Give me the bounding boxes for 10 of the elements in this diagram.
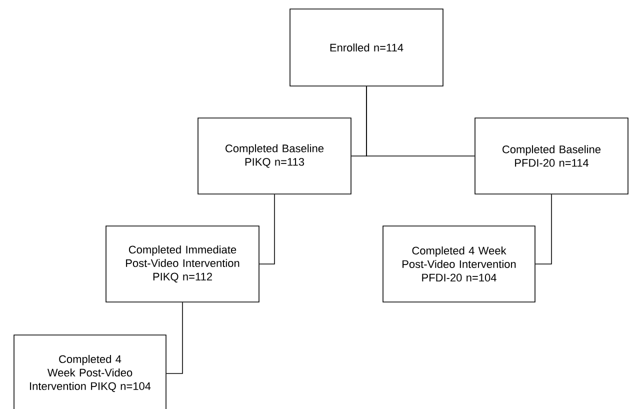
process-box: Completed Baseline PIKQ n=113	[198, 118, 352, 194]
process-box: Completed 4 Week Post-Video Intervention PIKQ n=104	[14, 334, 166, 409]
process-box: Enrolled n=114	[290, 8, 444, 86]
connector-line	[366, 86, 475, 156]
connector-line	[535, 194, 552, 264]
process-box: Completed Baseline PFDI-20 n=114	[474, 118, 628, 194]
connector-line	[166, 302, 183, 374]
process-box: Completed 4 Week Post-Video Intervention PFDI-20 n=104	[382, 226, 536, 302]
process-box: Completed Immediate Post-Video Intervention PIKQ n=112	[106, 226, 260, 302]
connector-line	[259, 194, 275, 264]
